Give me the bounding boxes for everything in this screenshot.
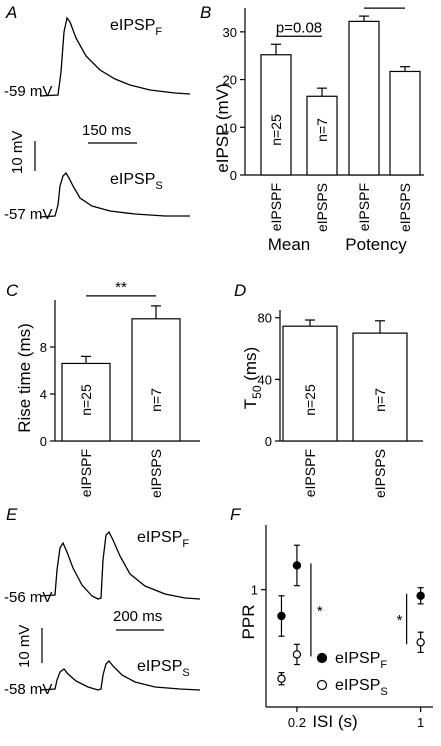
rest-a-ipsps: -57 mV: [4, 206, 52, 223]
b-ytick-label: 0: [230, 168, 237, 183]
f-point-ipspf: [416, 591, 425, 600]
f-significance-label: *: [397, 612, 403, 629]
label-a-ipspf: eIPSPF: [110, 17, 162, 38]
rest-a-ipspf: -59 mV: [4, 83, 52, 100]
d-ytick-label: 80: [258, 311, 272, 326]
ylabel-c: Rise time (ms): [15, 323, 34, 433]
panel-a: A eIPSPF -59 mV 150 ms 10 mV eIPSPS -57 …: [4, 3, 191, 223]
panel-e: E eIPSPF -56 mV 200 ms 10 mV eIPSPS -58 …: [4, 505, 201, 698]
ylabel-f: PPR: [239, 605, 258, 640]
plot-f: 1 0.2 1 eIPSPF eIPSPS * *: [251, 525, 433, 730]
panel-d: D T50 (ms) 0 40 80 n=25 eIPSPF n=7 eIPSPS: [234, 281, 423, 498]
b-bar: [389, 70, 421, 176]
f-legend-marker: [316, 652, 328, 664]
ylabel-d: T50 (ms): [241, 347, 264, 409]
b-ytick-label: 30: [223, 25, 237, 40]
b-category-label: eIPSPF: [356, 183, 372, 231]
b-category-label: eIPSPF: [268, 183, 284, 231]
panel-letter-a: A: [5, 3, 17, 22]
c-bar-n-label: n=25: [78, 384, 94, 416]
xlabel-f: ISI (s): [312, 712, 357, 731]
b-category-label: eIPSPS: [397, 183, 413, 232]
f-significance-label: *: [317, 603, 323, 620]
d-bar-n-label: n=25: [302, 384, 318, 416]
panel-letter-b: B: [200, 3, 211, 22]
f-legend-marker: [316, 679, 328, 691]
panel-letter-c: C: [6, 281, 19, 300]
d-category-label: eIPSPS: [372, 449, 388, 498]
b-significance-label: p=0.08: [276, 19, 322, 36]
b-bar: [260, 54, 292, 176]
d-category-label: eIPSPF: [302, 449, 318, 497]
d-ytick-label: 0: [265, 434, 272, 449]
c-ytick-label: 8: [40, 340, 47, 355]
c-category-label: eIPSPS: [148, 449, 164, 498]
f-point-ipspf: [292, 561, 302, 570]
rest-e-ipsps: -58 mV: [4, 681, 52, 698]
label-e-ipsps: eIPSPS: [137, 658, 190, 679]
d-ytick-label: 40: [258, 372, 272, 387]
f-ytick-label: 1: [251, 583, 258, 598]
scale-label-time-a: 150 ms: [82, 122, 131, 139]
panel-letter-e: E: [6, 505, 18, 524]
trace-e-ipspf: [39, 530, 201, 600]
b-bar: [348, 20, 380, 176]
b-bar-n-label: n=7: [314, 118, 330, 142]
label-e-ipspf: eIPSPF: [137, 529, 189, 550]
group-label-mean: Mean: [268, 235, 311, 254]
group-label-potency: Potency: [345, 235, 407, 254]
scale-label-time-e: 200 ms: [113, 608, 162, 625]
b-ytick-label: 20: [223, 73, 237, 88]
scale-label-volt-e: 10 mV: [16, 625, 33, 668]
f-point-ipsps: [416, 638, 425, 647]
c-ytick-label: 4: [40, 387, 47, 402]
b-significance-label: ***: [376, 0, 394, 8]
c-category-label: eIPSPF: [78, 449, 94, 497]
panel-c: C Rise time (ms) 0 4 8 n=25 eIPSPF n=7 eIPSPS *…: [6, 279, 200, 498]
plot-b: 0 10 20 30 n=25 eIPSPF n=7 eIPSPS eIPSPF eIPSPS p=…: [223, 0, 424, 232]
plot-c: 0 4 8 n=25 eIPSPF n=7 eIPSPS **: [40, 279, 200, 498]
rest-e-ipspf: -56 mV: [4, 589, 52, 606]
label-a-ipsps: eIPSPS: [110, 171, 163, 192]
trace-e-ipsps: [39, 660, 201, 691]
panel-letter-d: D: [234, 281, 246, 300]
panel-b: B eIPSP (mV) 0 10 20 30 n=25 eIPSPF n=7 eIPSPS e…: [200, 0, 424, 254]
b-category-label: eIPSPS: [314, 183, 330, 232]
ylabel-b: eIPSP (mV): [213, 83, 232, 172]
f-legend-label: eIPSPS: [335, 677, 388, 698]
c-bar: [61, 362, 111, 442]
c-ytick-label: 0: [40, 434, 47, 449]
f-xtick-label: 0.2: [288, 715, 306, 730]
f-point-ipspf: [277, 611, 286, 621]
b-bar-n-label: n=25: [268, 114, 284, 146]
plot-d: 0 40 80 n=25 eIPSPF n=7 eIPSPS: [258, 310, 423, 498]
d-bar: [352, 332, 408, 442]
c-bar-n-label: n=7: [148, 388, 164, 412]
panel-f: F PPR ISI (s) 1 0.2 1 eIPSPF eIPSPS * *: [230, 505, 433, 731]
scale-label-volt-a: 10 mV: [9, 131, 26, 174]
c-bar: [131, 318, 181, 442]
f-point-ipsps: [277, 674, 286, 683]
b-ytick-label: 10: [223, 120, 237, 135]
trace-a-ipspf: [39, 16, 191, 97]
f-point-ipsps: [292, 650, 302, 659]
c-significance-label: **: [115, 279, 127, 296]
panel-letter-f: F: [230, 505, 242, 524]
f-xtick-label: 1: [417, 715, 424, 730]
f-legend-label: eIPSPF: [335, 650, 387, 671]
d-bar: [282, 325, 338, 442]
d-bar-n-label: n=7: [372, 388, 388, 412]
trace-a-ipsps: [39, 171, 190, 218]
